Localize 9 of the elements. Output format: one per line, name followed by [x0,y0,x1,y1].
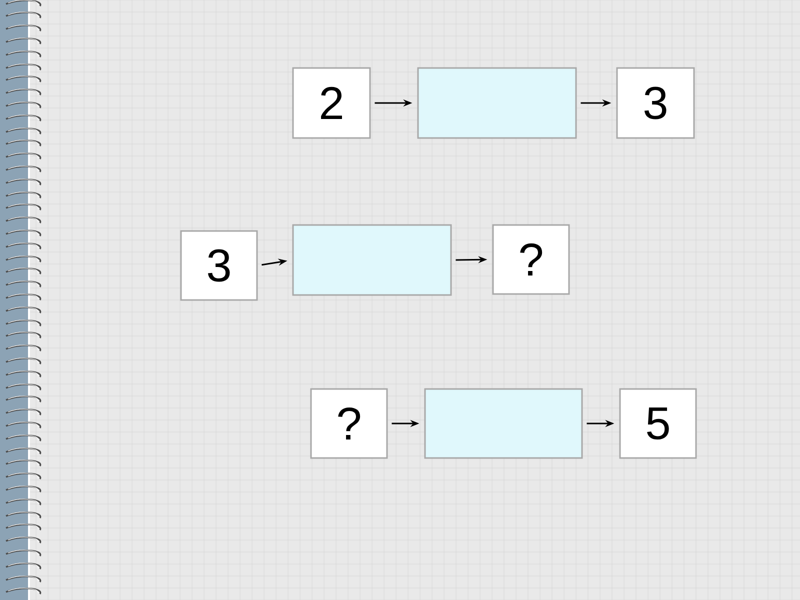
number-box: ? [310,388,388,459]
number-box: 2 [292,67,371,139]
number-box: ? [492,224,570,295]
answer-box [424,388,583,459]
number-box: 3 [616,67,695,139]
number-box: 5 [619,388,697,459]
number-box: 3 [180,230,258,301]
answer-box [292,224,452,296]
answer-box [417,67,577,139]
